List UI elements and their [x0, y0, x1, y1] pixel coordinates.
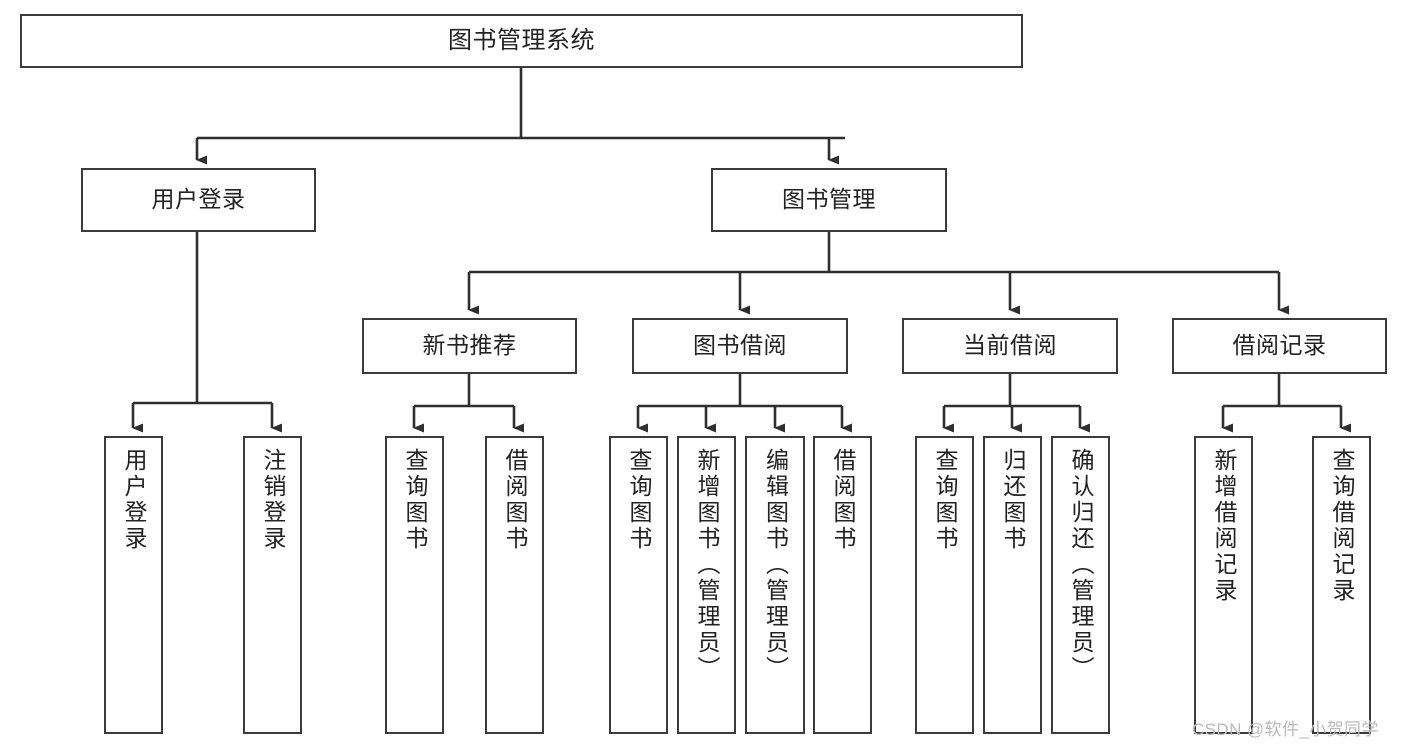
node-current-borrow[interactable]: 当前借阅 [902, 318, 1118, 374]
node-leaf-br-add-record[interactable]: 新增借阅记录 [1194, 436, 1253, 734]
node-leaf-bb-query-book[interactable]: 查询图书 [609, 436, 668, 734]
node-leaf-bb-borrow-book[interactable]: 借阅图书 [813, 436, 872, 734]
node-label: 查询图书 [402, 448, 428, 552]
edge-current-borrow-to-leaves [942, 374, 1090, 433]
edge-user-login-to-leaves [131, 232, 282, 433]
edge-root-to-level2 [195, 68, 845, 165]
node-leaf-bb-edit-book[interactable]: 编辑图书（管理员） [745, 436, 805, 734]
edge-borrow-record-to-leaves [1221, 374, 1351, 433]
edge-new-book-rec-to-leaves [412, 374, 524, 433]
node-user-login[interactable]: 用户登录 [81, 168, 316, 232]
node-borrow-record[interactable]: 借阅记录 [1172, 318, 1387, 374]
node-leaf-cb-confirm-return[interactable]: 确认归还（管理员） [1051, 436, 1110, 734]
node-label: 编辑图书（管理员） [762, 448, 789, 682]
node-leaf-rec-query-book[interactable]: 查询图书 [385, 436, 444, 734]
node-label: 图书借阅 [693, 332, 787, 359]
node-new-book-recommend[interactable]: 新书推荐 [362, 318, 577, 374]
node-label: 查询图书 [932, 448, 958, 552]
node-label: 新增图书（管理员） [694, 448, 720, 682]
node-label: 当前借阅 [963, 332, 1057, 359]
node-label: 图书管理系统 [448, 26, 595, 54]
node-leaf-user-logout[interactable]: 注销登录 [243, 436, 302, 734]
edge-book-borrow-to-leaves [636, 374, 852, 433]
node-book-manage[interactable]: 图书管理 [711, 168, 947, 232]
node-label: 查询借阅记录 [1329, 448, 1355, 604]
node-label: 用户登录 [151, 186, 246, 213]
node-label: 借阅图书 [502, 448, 528, 552]
node-leaf-rec-borrow-book[interactable]: 借阅图书 [485, 436, 544, 734]
node-leaf-bb-add-book[interactable]: 新增图书（管理员） [677, 436, 736, 734]
node-root-system[interactable]: 图书管理系统 [20, 14, 1023, 68]
node-label: 新书推荐 [422, 332, 517, 359]
node-leaf-cb-return-book[interactable]: 归还图书 [983, 436, 1042, 734]
node-label: 借阅记录 [1232, 332, 1327, 359]
edge-book-manage-to-level3 [467, 232, 1289, 315]
node-leaf-user-login[interactable]: 用户登录 [104, 436, 163, 734]
node-label: 注销登录 [260, 448, 286, 552]
node-label: 借阅图书 [830, 448, 856, 552]
node-label: 图书管理 [782, 186, 876, 213]
node-label: 新增借阅记录 [1211, 448, 1237, 604]
node-label: 归还图书 [1000, 448, 1026, 552]
node-label: 确认归还（管理员） [1068, 448, 1094, 682]
node-label: 用户登录 [121, 448, 147, 552]
node-leaf-br-query-record[interactable]: 查询借阅记录 [1312, 436, 1371, 734]
node-label: 查询图书 [626, 448, 652, 552]
node-leaf-cb-query-book[interactable]: 查询图书 [915, 436, 974, 734]
node-book-borrow[interactable]: 图书借阅 [632, 318, 848, 374]
